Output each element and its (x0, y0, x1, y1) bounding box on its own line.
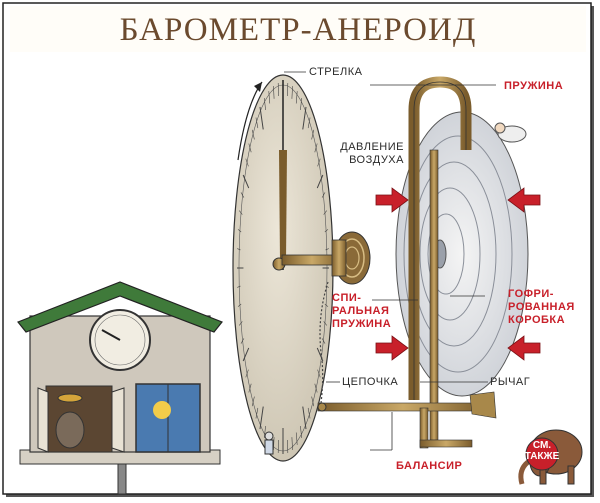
dial-tick (311, 129, 315, 140)
dial-tick (240, 338, 245, 344)
chain (319, 281, 329, 411)
lever-balance (317, 391, 497, 449)
weather-house (17, 281, 223, 495)
dial-tick (323, 210, 327, 215)
dial-tick (259, 406, 264, 430)
label-corrugated-box-2: РОВАННАЯ (508, 301, 575, 313)
dial-tick (248, 143, 252, 153)
see-also-badge[interactable]: СМ. ТАКЖЕ (522, 440, 562, 462)
dial-tick (245, 369, 249, 378)
dial-tick (242, 347, 250, 362)
dial-tick (240, 192, 245, 198)
label-air-pressure-1: ДАВЛЕНИЕ (340, 141, 404, 153)
rotation-arrow-head (254, 82, 262, 92)
dial-tick (300, 425, 303, 438)
see-also-line-2: ТАКЖЕ (524, 451, 560, 462)
label-lever: РЫЧАГ (490, 376, 531, 388)
dial-tick (307, 117, 311, 129)
leader-lines (284, 71, 496, 451)
dial-tick (239, 321, 243, 326)
dial-tick (324, 229, 329, 233)
pressure-arrow-bottom-right (507, 335, 541, 361)
see-also-line-1: СМ. (532, 440, 552, 451)
dial-tick (295, 432, 298, 445)
little-figure (264, 431, 274, 455)
dial-tick (324, 303, 329, 307)
dial-tick (321, 192, 326, 198)
dial-tick (268, 91, 271, 104)
dial-tick (237, 285, 241, 288)
dial-tick (237, 248, 241, 251)
dial-tick (259, 106, 264, 130)
dial-tick (263, 98, 266, 111)
dial-tick (248, 383, 252, 393)
dial-tick (307, 407, 311, 419)
label-spiral-spring-3: ПРУЖИНА (332, 318, 392, 330)
label-chain: ЦЕПОЧКА (342, 376, 399, 388)
dial-tick (314, 383, 318, 393)
dial-tick (317, 158, 321, 167)
label-spiral-spring-1: СПИ- (332, 292, 362, 304)
pressure-arrow-top-left (375, 187, 409, 213)
dial-tick (291, 437, 293, 450)
dial-tick (237, 303, 242, 307)
see-also-mammoth[interactable] (518, 429, 583, 485)
pressure-arrow-bottom-left (375, 335, 409, 361)
dial-tick (302, 106, 307, 130)
label-pointer: СТРЕЛКА (309, 66, 363, 78)
cherub (494, 122, 527, 143)
dial-tick (302, 406, 307, 430)
label-corrugated-box-1: ГОФРИ- (508, 288, 554, 300)
dial-tick (323, 321, 327, 326)
dial-tick (317, 369, 321, 378)
page-title: БАРОМЕТР-АНЕРОИД (119, 12, 477, 48)
dial-tick (237, 229, 242, 233)
title-bar: БАРОМЕТР-АНЕРОИД (10, 6, 586, 52)
dial-tick (273, 86, 275, 99)
dial-tick (245, 158, 249, 167)
dial-tick (255, 407, 259, 419)
pressure-arrow-top-right (507, 187, 541, 213)
dial-tick (321, 338, 326, 344)
dial-tick (291, 86, 293, 99)
label-balance: БАЛАНСИР (396, 460, 463, 472)
dial-tick (311, 396, 315, 407)
dial-tick (314, 143, 318, 153)
dial-tick (273, 437, 275, 450)
dial-tick (316, 174, 324, 189)
dial-tick (251, 396, 255, 407)
label-spiral-spring-2: РАЛЬНАЯ (332, 305, 390, 317)
dial-tick (300, 98, 303, 111)
label-air-pressure-2: ВОЗДУХА (349, 154, 404, 166)
dial-tick (251, 129, 255, 140)
dial-tick (239, 210, 243, 215)
dial-tick (255, 117, 259, 129)
dial-tick (325, 248, 329, 251)
spiral-spring-drum (331, 231, 371, 285)
label-spring: ПРУЖИНА (504, 80, 564, 92)
dial-tick (242, 174, 250, 189)
label-corrugated-box-3: КОРОБКА (508, 314, 566, 326)
pressure-arrows (375, 187, 541, 361)
dial-tick (295, 91, 298, 104)
